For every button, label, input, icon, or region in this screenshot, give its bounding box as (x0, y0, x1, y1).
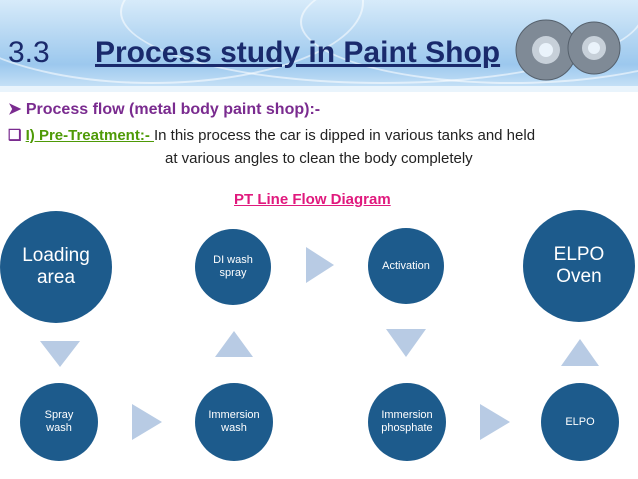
node-label: Loading area (22, 245, 90, 288)
arrow-bullet-icon: ➤ (8, 101, 26, 118)
arrow-right-2 (132, 404, 162, 440)
arrow-up-2 (561, 339, 599, 366)
node-label: Immersion phosphate (381, 409, 433, 434)
node-immersion-phosphate: Immersion phosphate (368, 383, 446, 461)
section-number: 3.3 (8, 36, 50, 69)
node-label: Spray wash (44, 409, 74, 434)
slide-title: Process study in Paint Shop (95, 36, 501, 69)
arrow-down-1 (40, 341, 80, 367)
node-di-wash-spray: DI wash spray (195, 229, 271, 305)
process-flow-heading: ➤ Process flow (metal body paint shop):- (8, 99, 320, 119)
node-label: Activation (382, 259, 430, 272)
node-loading-area: Loading area (0, 211, 112, 323)
node-label: Immersion wash (208, 409, 260, 434)
node-label: DI wash spray (213, 254, 253, 279)
pretreatment-label: I) Pre-Treatment:- (25, 127, 154, 144)
node-elpo-oven: ELPO Oven (523, 210, 635, 322)
pretreatment-text-continued: at various angles to clean the body comp… (165, 150, 473, 167)
node-spray-wash: Spray wash (20, 383, 98, 461)
pretreatment-line: ❑ I) Pre-Treatment:- In this process the… (8, 126, 535, 144)
process-flow-text: Process flow (metal body paint shop):- (25, 101, 321, 118)
checkbox-bullet-icon: ❑ (8, 127, 26, 144)
gears-icon (515, 19, 621, 81)
arrow-right-3 (480, 404, 510, 440)
arrow-down-2 (386, 329, 426, 357)
node-immersion-wash: Immersion wash (195, 383, 273, 461)
arrow-right-1 (306, 247, 334, 283)
node-elpo: ELPO (541, 383, 619, 461)
diagram-title: PT Line Flow Diagram (234, 191, 391, 208)
slide-header: 3.3 Process study in Paint Shop (0, 0, 638, 92)
pretreatment-text: In this process the car is dipped in var… (153, 127, 536, 144)
node-label: ELPO Oven (553, 244, 605, 287)
node-label: ELPO (565, 415, 595, 428)
node-activation: Activation (368, 228, 444, 304)
arrow-up-1 (215, 331, 253, 357)
